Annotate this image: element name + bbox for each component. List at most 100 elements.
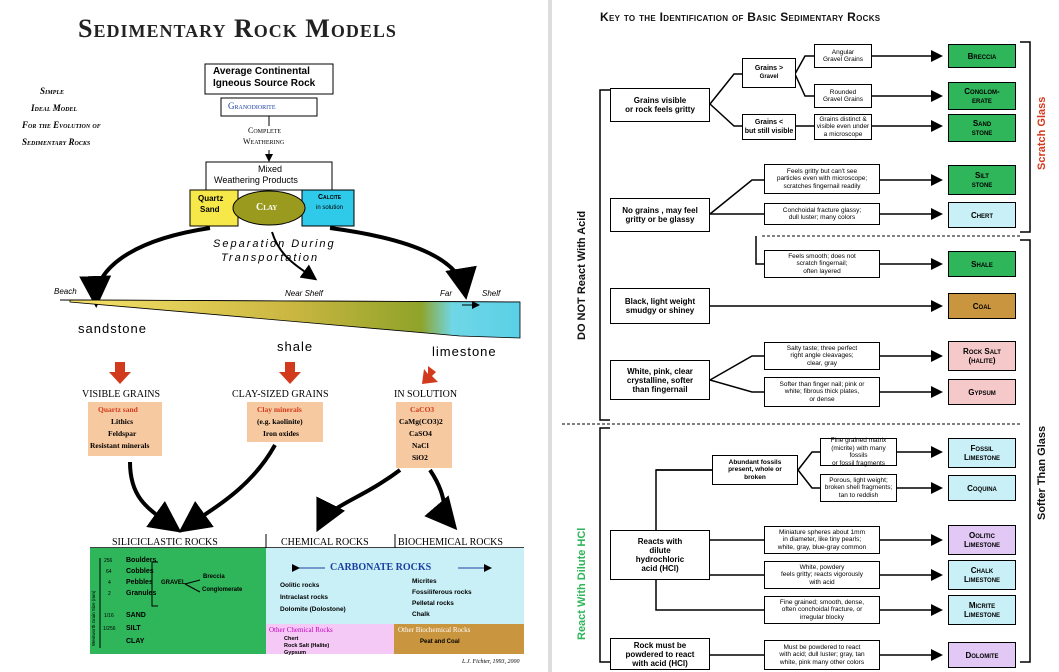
reacts-with-acid-text: acid (HCl) xyxy=(641,564,679,573)
micrite-desc-box: Fine grained; smooth, dense,often concho… xyxy=(764,596,880,624)
rock-name: Shale xyxy=(971,259,993,269)
rock-name: Limestone xyxy=(963,610,1001,619)
chemical-heading: CHEMICAL ROCKS xyxy=(281,537,369,548)
grain-size-value: 4 xyxy=(108,580,111,586)
clay-grains-heading: CLAY-SIZED GRAINS xyxy=(232,389,329,400)
rock-name: Breccia xyxy=(967,51,997,61)
other-biochemical-item: Peat and Coal xyxy=(420,639,460,645)
biochemical-rock-item: Micrites xyxy=(412,578,437,585)
other-chemical-item: Rock Salt (Halite) xyxy=(284,643,330,649)
grain-size-value: 2 xyxy=(108,591,111,597)
desc-text: often layered xyxy=(803,267,841,275)
desc-text: right angle cleavages; xyxy=(790,352,854,360)
quartz-label-2: Sand xyxy=(200,205,220,214)
desc-text: often conchoidal fracture, or xyxy=(781,606,863,614)
no-grains-box: No grains , may feel gritty or be glassy xyxy=(610,198,710,232)
limestone-label: limestone xyxy=(432,344,497,359)
biochemical-heading: BIOCHEMICAL ROCKS xyxy=(398,537,503,548)
conglomerate-small-label: Conglomerate xyxy=(202,587,243,593)
rock-name: Rock Salt xyxy=(963,347,1001,356)
black-lightweight-text: smudgy or shiney xyxy=(625,306,695,315)
solution-item: CaCO3 xyxy=(410,405,435,414)
grains-lt-sub: but still visible xyxy=(744,128,794,135)
desc-text: clear, gray xyxy=(807,359,837,367)
rock-name: (halite) xyxy=(968,356,996,365)
other-chemical-item: Gypsum xyxy=(284,650,307,656)
rock-name: Chert xyxy=(970,210,994,220)
desc-text: white, pink many other colors xyxy=(779,658,865,666)
chert-desc-box: Conchoidal fracture glassy;dull luster; … xyxy=(764,203,880,225)
desc-text: Miniature spheres about 1mm xyxy=(779,528,865,536)
white-crystalline-text: crystalline, softer xyxy=(626,375,694,385)
acid-reaction-label: React With Dilute HCl xyxy=(576,527,588,640)
calcite-label-1: Calcite xyxy=(318,194,342,201)
rock-name: Silt xyxy=(975,171,989,180)
biochemical-rock-item: Fossiliferous rocks xyxy=(412,589,472,596)
visible-grain-item: Feldspar xyxy=(108,429,137,438)
desc-text: white, gray, blue-gray common xyxy=(777,543,867,551)
beach-label: Beach xyxy=(54,287,77,296)
grains-lt-gravel-box: Grains < but still visible xyxy=(742,114,796,140)
desc-text: Conchoidal fracture glassy; xyxy=(782,206,862,214)
desc-text: with acid xyxy=(809,578,835,586)
visible-grains-heading: VISIBLE GRAINS xyxy=(82,389,161,400)
softer-than-glass-label: Softer Than Glass xyxy=(1036,425,1048,520)
solution-item: CaSO4 xyxy=(409,429,432,438)
visible-grain-item: Lithics xyxy=(111,417,134,426)
breccia-result: Breccia xyxy=(948,44,1016,68)
abundant-fossils-text: broken xyxy=(744,473,766,481)
grain-size-name: CLAY xyxy=(126,638,145,645)
grain-size-name: Boulders xyxy=(126,557,157,564)
black-lightweight-box: Black, light weight smudgy or shiney xyxy=(610,288,710,324)
chemical-rock-item: Intraclast rocks xyxy=(280,594,329,601)
rock-name: Limestone xyxy=(963,453,1001,462)
desc-text: with acid; dull luster; gray, tan xyxy=(779,651,865,659)
grain-size-name: SAND xyxy=(126,612,146,619)
grains-visible-text: Grains visible xyxy=(633,96,687,105)
far-label: Far xyxy=(440,289,452,298)
scratch-glass-label: Scratch Glass xyxy=(1036,96,1048,170)
reacts-with-acid-text: Reacts with xyxy=(637,537,683,546)
quartz-label-1: Quartz xyxy=(198,194,224,203)
coquina-desc-box: Porous, light weight;broken shell fragme… xyxy=(820,474,897,502)
rock-name: stone xyxy=(971,128,993,137)
granodiorite-label: Granodiorite xyxy=(228,101,276,111)
conglomerate-result: Conglom-erate xyxy=(948,82,1016,110)
chemical-rock-item: Dolomite (Dolostone) xyxy=(280,606,346,613)
model-subtitle-4: Sedimentary Rocks xyxy=(22,137,91,147)
reacts-with-acid-text: dilute xyxy=(649,546,671,555)
model-subtitle-3: For the Evolution of xyxy=(22,120,101,130)
abundant-fossils-text: present, whole or xyxy=(728,466,782,474)
rock-name: Coquina xyxy=(967,483,997,493)
powdered-acid-box: Rock must be powdered to react with acid… xyxy=(610,638,710,670)
weathering-label-1: Complete xyxy=(248,126,282,135)
rock-name: Oolitic xyxy=(969,531,995,540)
desc-text: broken shell fragments; xyxy=(824,484,893,492)
dolomite-result: Dolomite xyxy=(948,642,1016,668)
left-diagram-graphics xyxy=(59,63,524,654)
sandstone-label: sandstone xyxy=(78,321,147,336)
weathering-label-2: Weathering xyxy=(243,137,285,146)
rock-name: Dolomite xyxy=(965,650,999,660)
clay-grain-item: Iron oxides xyxy=(263,429,299,438)
no-acid-reaction-label: DO NOT React With Acid xyxy=(576,210,588,340)
desc-text: scratches fingernail readily xyxy=(783,182,861,190)
chert-result: Chert xyxy=(948,202,1016,228)
reacts-with-acid-box: Reacts with dilute hydrochloric acid (HC… xyxy=(610,530,710,580)
siliciclastic-heading: SILICICLASTIC ROCKS xyxy=(112,537,218,548)
visible-grain-item: Quartz sand xyxy=(98,405,138,414)
no-grains-text: gritty or be glassy xyxy=(625,215,695,224)
white-crystalline-box: White, pink, clear crystalline, softer t… xyxy=(610,360,710,400)
grains-visible-text: or rock feels gritty xyxy=(625,105,695,114)
gypsum-result: Gypsum xyxy=(948,379,1016,405)
biochemical-rock-item: Chalk xyxy=(412,611,430,618)
no-grains-text: No grains , may feel xyxy=(622,206,698,215)
visible-grain-item: Resistant minerals xyxy=(90,441,150,450)
grains-visible-box: Grains visible or rock feels gritty xyxy=(610,88,710,122)
